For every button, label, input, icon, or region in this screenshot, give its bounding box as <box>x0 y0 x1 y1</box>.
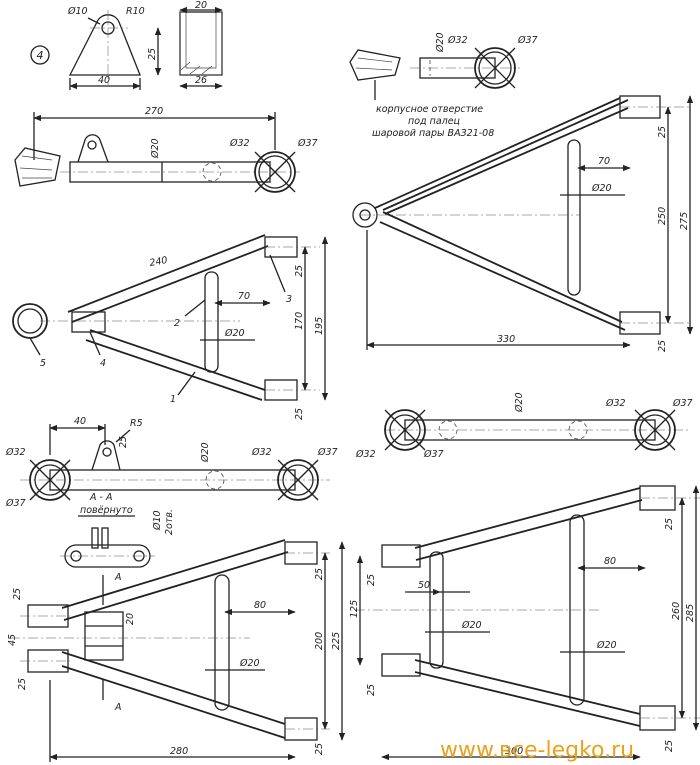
v-arm-bottom-left: А А 80 Ø20 20 280 200 225 25 25 25 45 25 <box>7 539 346 762</box>
v-arm-middle-left: 70 Ø20 240 170 195 25 25 3 2 1 4 5 <box>12 234 329 420</box>
svg-text:Ø20: Ø20 <box>200 442 211 463</box>
svg-text:Ø20: Ø20 <box>435 32 446 53</box>
side-view-top-right: Ø20 Ø32 Ø37 корпусное отверстие под пале… <box>349 32 538 139</box>
svg-text:25: 25 <box>657 126 668 138</box>
svg-text:шаровой пары ВАЗ21-08: шаровой пары ВАЗ21-08 <box>372 128 494 139</box>
svg-text:А: А <box>114 572 122 583</box>
svg-text:Ø20: Ø20 <box>514 392 525 413</box>
svg-text:25: 25 <box>664 518 675 530</box>
svg-text:R5: R5 <box>130 418 143 429</box>
svg-text:2: 2 <box>174 318 180 329</box>
svg-text:R10: R10 <box>126 6 145 17</box>
svg-text:285: 285 <box>685 604 696 622</box>
svg-text:Ø20: Ø20 <box>239 658 260 669</box>
svg-text:Ø37: Ø37 <box>297 138 318 149</box>
svg-text:Ø32: Ø32 <box>605 398 626 409</box>
bracket-plate-view: 40 Ø10 R10 25 <box>67 6 162 90</box>
side-view-middle-left: 40 R5 25 Ø32 Ø37 Ø20 Ø32 Ø37 <box>5 416 338 509</box>
svg-text:Ø20: Ø20 <box>461 620 482 631</box>
svg-text:240: 240 <box>149 255 169 269</box>
bracket-section-view: 20 26 <box>179 0 223 90</box>
svg-text:25: 25 <box>118 436 129 448</box>
side-view-arm-270: 270 Ø20 Ø32 Ø37 <box>14 106 318 193</box>
svg-text:260: 260 <box>671 602 682 620</box>
svg-text:Ø32: Ø32 <box>355 449 376 460</box>
svg-text:40: 40 <box>98 75 110 86</box>
svg-text:Ø20: Ø20 <box>591 183 612 194</box>
svg-text:Ø10: Ø10 <box>152 510 163 531</box>
svg-text:195: 195 <box>314 317 325 335</box>
watermark-text: www.вce-legko.ru <box>440 738 634 763</box>
side-view-middle-right: Ø20 Ø32 Ø37 Ø32 Ø37 <box>355 392 693 460</box>
svg-text:280: 280 <box>170 746 188 757</box>
svg-text:Ø10: Ø10 <box>67 6 88 17</box>
svg-text:1: 1 <box>170 394 176 405</box>
svg-text:70: 70 <box>598 156 610 167</box>
svg-text:Ø20: Ø20 <box>224 328 245 339</box>
svg-text:25: 25 <box>294 265 305 277</box>
svg-text:Ø32: Ø32 <box>447 35 468 46</box>
svg-text:Ø32: Ø32 <box>229 138 250 149</box>
svg-text:250: 250 <box>657 207 668 225</box>
svg-text:4: 4 <box>100 358 106 369</box>
svg-text:25: 25 <box>314 743 325 755</box>
svg-text:45: 45 <box>7 634 18 646</box>
svg-text:Ø20: Ø20 <box>596 640 617 651</box>
svg-text:25: 25 <box>314 568 325 580</box>
svg-text:Ø32: Ø32 <box>251 447 272 458</box>
svg-text:25: 25 <box>366 574 377 586</box>
svg-text:3: 3 <box>286 294 292 305</box>
svg-text:корпусное отверстие: корпусное отверстие <box>376 104 483 115</box>
svg-text:4: 4 <box>37 49 44 62</box>
svg-text:330: 330 <box>497 334 515 345</box>
svg-text:225: 225 <box>331 632 342 650</box>
svg-text:200: 200 <box>314 632 325 650</box>
figure-number: 4 <box>30 45 50 65</box>
svg-text:70: 70 <box>238 291 250 302</box>
svg-text:А: А <box>114 702 122 713</box>
svg-text:270: 270 <box>145 106 163 117</box>
svg-text:2отв.: 2отв. <box>164 509 175 535</box>
svg-text:20: 20 <box>195 0 207 11</box>
svg-text:5: 5 <box>40 358 46 369</box>
svg-text:Ø37: Ø37 <box>317 447 338 458</box>
svg-text:Ø37: Ø37 <box>5 498 26 509</box>
svg-text:Ø32: Ø32 <box>5 447 26 458</box>
svg-text:20: 20 <box>125 613 136 625</box>
svg-text:Ø20: Ø20 <box>150 138 161 159</box>
svg-text:125: 125 <box>349 600 360 618</box>
svg-text:275: 275 <box>679 212 690 230</box>
svg-text:под палец: под палец <box>408 116 460 127</box>
svg-text:Ø37: Ø37 <box>672 398 693 409</box>
svg-text:повёрнуто: повёрнуто <box>80 505 133 516</box>
svg-text:25: 25 <box>294 408 305 420</box>
v-arm-bottom-right: 50 80 Ø20 Ø20 125 25 25 260 285 25 25 30… <box>349 485 700 761</box>
v-arm-top-right: 330 70 Ø20 250 275 25 25 <box>352 95 694 352</box>
svg-text:80: 80 <box>254 600 266 611</box>
svg-text:25: 25 <box>12 588 23 600</box>
svg-text:25: 25 <box>147 48 158 60</box>
svg-text:25: 25 <box>17 678 28 690</box>
svg-text:Ø37: Ø37 <box>423 449 444 460</box>
svg-text:170: 170 <box>294 312 305 330</box>
svg-text:А - А: А - А <box>89 492 112 503</box>
svg-text:50: 50 <box>418 580 430 591</box>
svg-text:300: 300 <box>505 746 523 757</box>
svg-text:40: 40 <box>74 416 86 427</box>
svg-text:25: 25 <box>366 684 377 696</box>
section-a-a: А - А повёрнуто Ø10 2отв. <box>60 492 175 568</box>
svg-text:25: 25 <box>664 740 675 752</box>
svg-text:80: 80 <box>604 556 616 567</box>
svg-text:26: 26 <box>195 75 207 86</box>
svg-text:25: 25 <box>657 340 668 352</box>
svg-text:Ø37: Ø37 <box>517 35 538 46</box>
